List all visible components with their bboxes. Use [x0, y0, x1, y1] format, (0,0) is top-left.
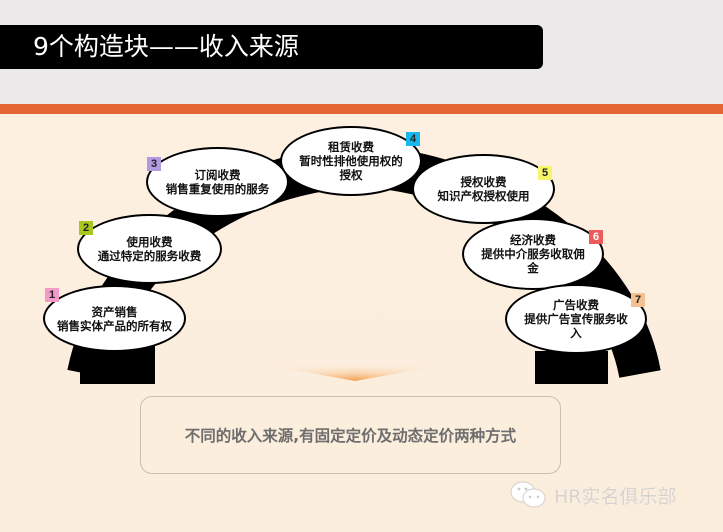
item-desc: 知识产权授权使用	[437, 189, 530, 203]
item-desc: 暂时性排他使用权的授权	[299, 154, 403, 182]
accent-divider	[0, 104, 723, 114]
badge-1: 1	[45, 288, 59, 302]
title-bar: 9个构造块——收入来源	[0, 25, 543, 69]
item-desc: 销售实体产品的所有权	[57, 318, 172, 333]
badge-6: 6	[589, 230, 603, 244]
wechat-icon	[508, 480, 550, 510]
note-text: 不同的收入来源,有固定定价及动态定价两种方式	[184, 427, 517, 445]
page-title: 9个构造块——收入来源	[33, 32, 299, 61]
item-title: 广告收费	[553, 298, 599, 312]
item-title: 订阅收费	[194, 168, 241, 182]
revenue-item-6: 经济收费 提供中介服务收取佣金	[462, 218, 604, 290]
revenue-item-5: 授权收费 知识产权授权使用	[412, 154, 555, 224]
item-desc: 提供中介服务收取佣金	[481, 247, 585, 275]
right-pillar	[535, 351, 608, 384]
revenue-item-4: 租赁收费 暂时性排他使用权的授权	[280, 126, 422, 196]
revenue-item-2: 使用收费 通过特定的服务收费	[77, 214, 222, 284]
item-title: 授权收费	[460, 175, 507, 189]
watermark-text: HR实名俱乐部	[554, 485, 677, 508]
item-desc: 通过特定的服务收费	[97, 249, 202, 263]
item-title: 租赁收费	[328, 140, 374, 154]
badge-5: 5	[538, 166, 552, 180]
item-title: 使用收费	[126, 235, 173, 249]
down-arrow-icon	[255, 363, 455, 381]
item-desc: 提供广告宣传服务收入	[524, 312, 628, 340]
badge-2: 2	[79, 221, 93, 235]
item-desc: 销售重复使用的服务	[165, 182, 270, 196]
watermark: HR实名俱乐部	[508, 480, 677, 510]
badge-4: 4	[406, 132, 420, 146]
pricing-note: 不同的收入来源,有固定定价及动态定价两种方式	[140, 396, 561, 474]
item-title: 资产销售	[91, 304, 138, 319]
badge-7: 7	[631, 293, 645, 307]
revenue-item-7: 广告收费 提供广告宣传服务收入	[505, 284, 647, 354]
revenue-item-1: 资产销售 销售实体产品的所有权	[43, 285, 186, 352]
diagram-area: 资产销售 销售实体产品的所有权 1 使用收费 通过特定的服务收费 2 订阅收费 …	[0, 114, 723, 532]
revenue-item-3: 订阅收费 销售重复使用的服务	[146, 147, 289, 217]
item-title: 经济收费	[510, 233, 556, 247]
badge-3: 3	[147, 157, 161, 171]
